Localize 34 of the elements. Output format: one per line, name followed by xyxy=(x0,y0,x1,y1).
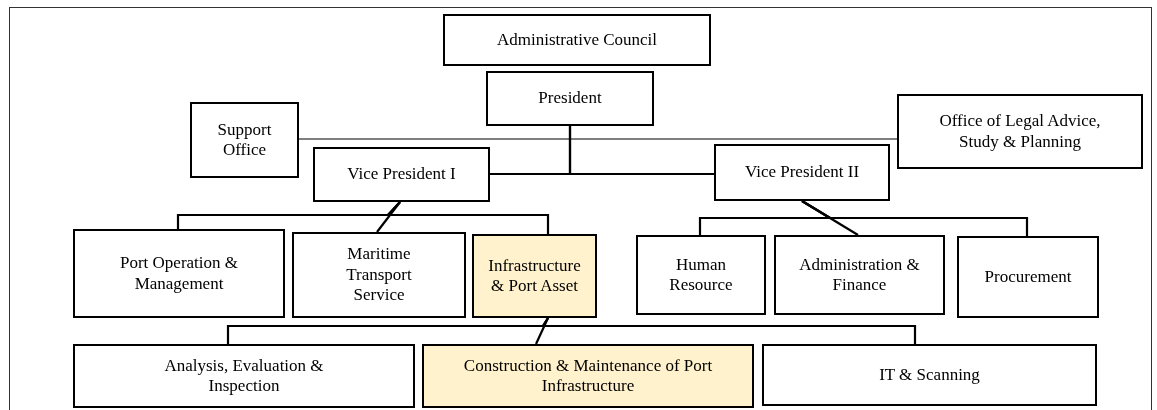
org-box xyxy=(714,144,890,201)
org-box xyxy=(313,147,490,202)
connector-line xyxy=(541,317,917,344)
org-box xyxy=(774,235,945,315)
unit-name: Infrastructure & Port Asset xyxy=(487,255,582,297)
unit-name: Procurement xyxy=(984,266,1072,288)
unit-name: Administration & Finance xyxy=(798,254,921,296)
org-box xyxy=(73,229,285,318)
org-box xyxy=(422,344,754,408)
connector-line xyxy=(801,200,1029,236)
org-box xyxy=(472,234,597,318)
unit-name: Vice President I xyxy=(347,164,456,185)
unit-name: Support Office xyxy=(216,119,273,161)
org-box xyxy=(636,235,766,315)
unit-name: Human Resource xyxy=(668,254,734,296)
unit-name: Construction & Maintenance of Port Infrastructure xyxy=(462,355,714,397)
org-box xyxy=(957,236,1099,318)
org-box xyxy=(762,344,1097,406)
unit-name: IT & Scanning xyxy=(879,364,980,386)
org-box xyxy=(443,14,711,66)
org-box xyxy=(190,102,299,178)
connector-line xyxy=(385,201,550,234)
unit-name: President xyxy=(538,88,602,109)
org-box xyxy=(897,94,1143,169)
unit-name: Analysis, Evaluation & Inspection xyxy=(163,355,325,397)
org-box xyxy=(292,232,466,318)
connector-line xyxy=(568,126,714,176)
unit-name: Administrative Council xyxy=(496,29,658,51)
unit-name: Port Operation & Management xyxy=(118,253,239,294)
unit-name: Office of Legal Advice, Study & Planning xyxy=(938,111,1102,152)
unit-name: Vice President II xyxy=(744,162,860,183)
org-box xyxy=(73,344,415,408)
unit-name: Maritime Transport Service xyxy=(345,244,413,306)
org-box xyxy=(486,71,654,126)
